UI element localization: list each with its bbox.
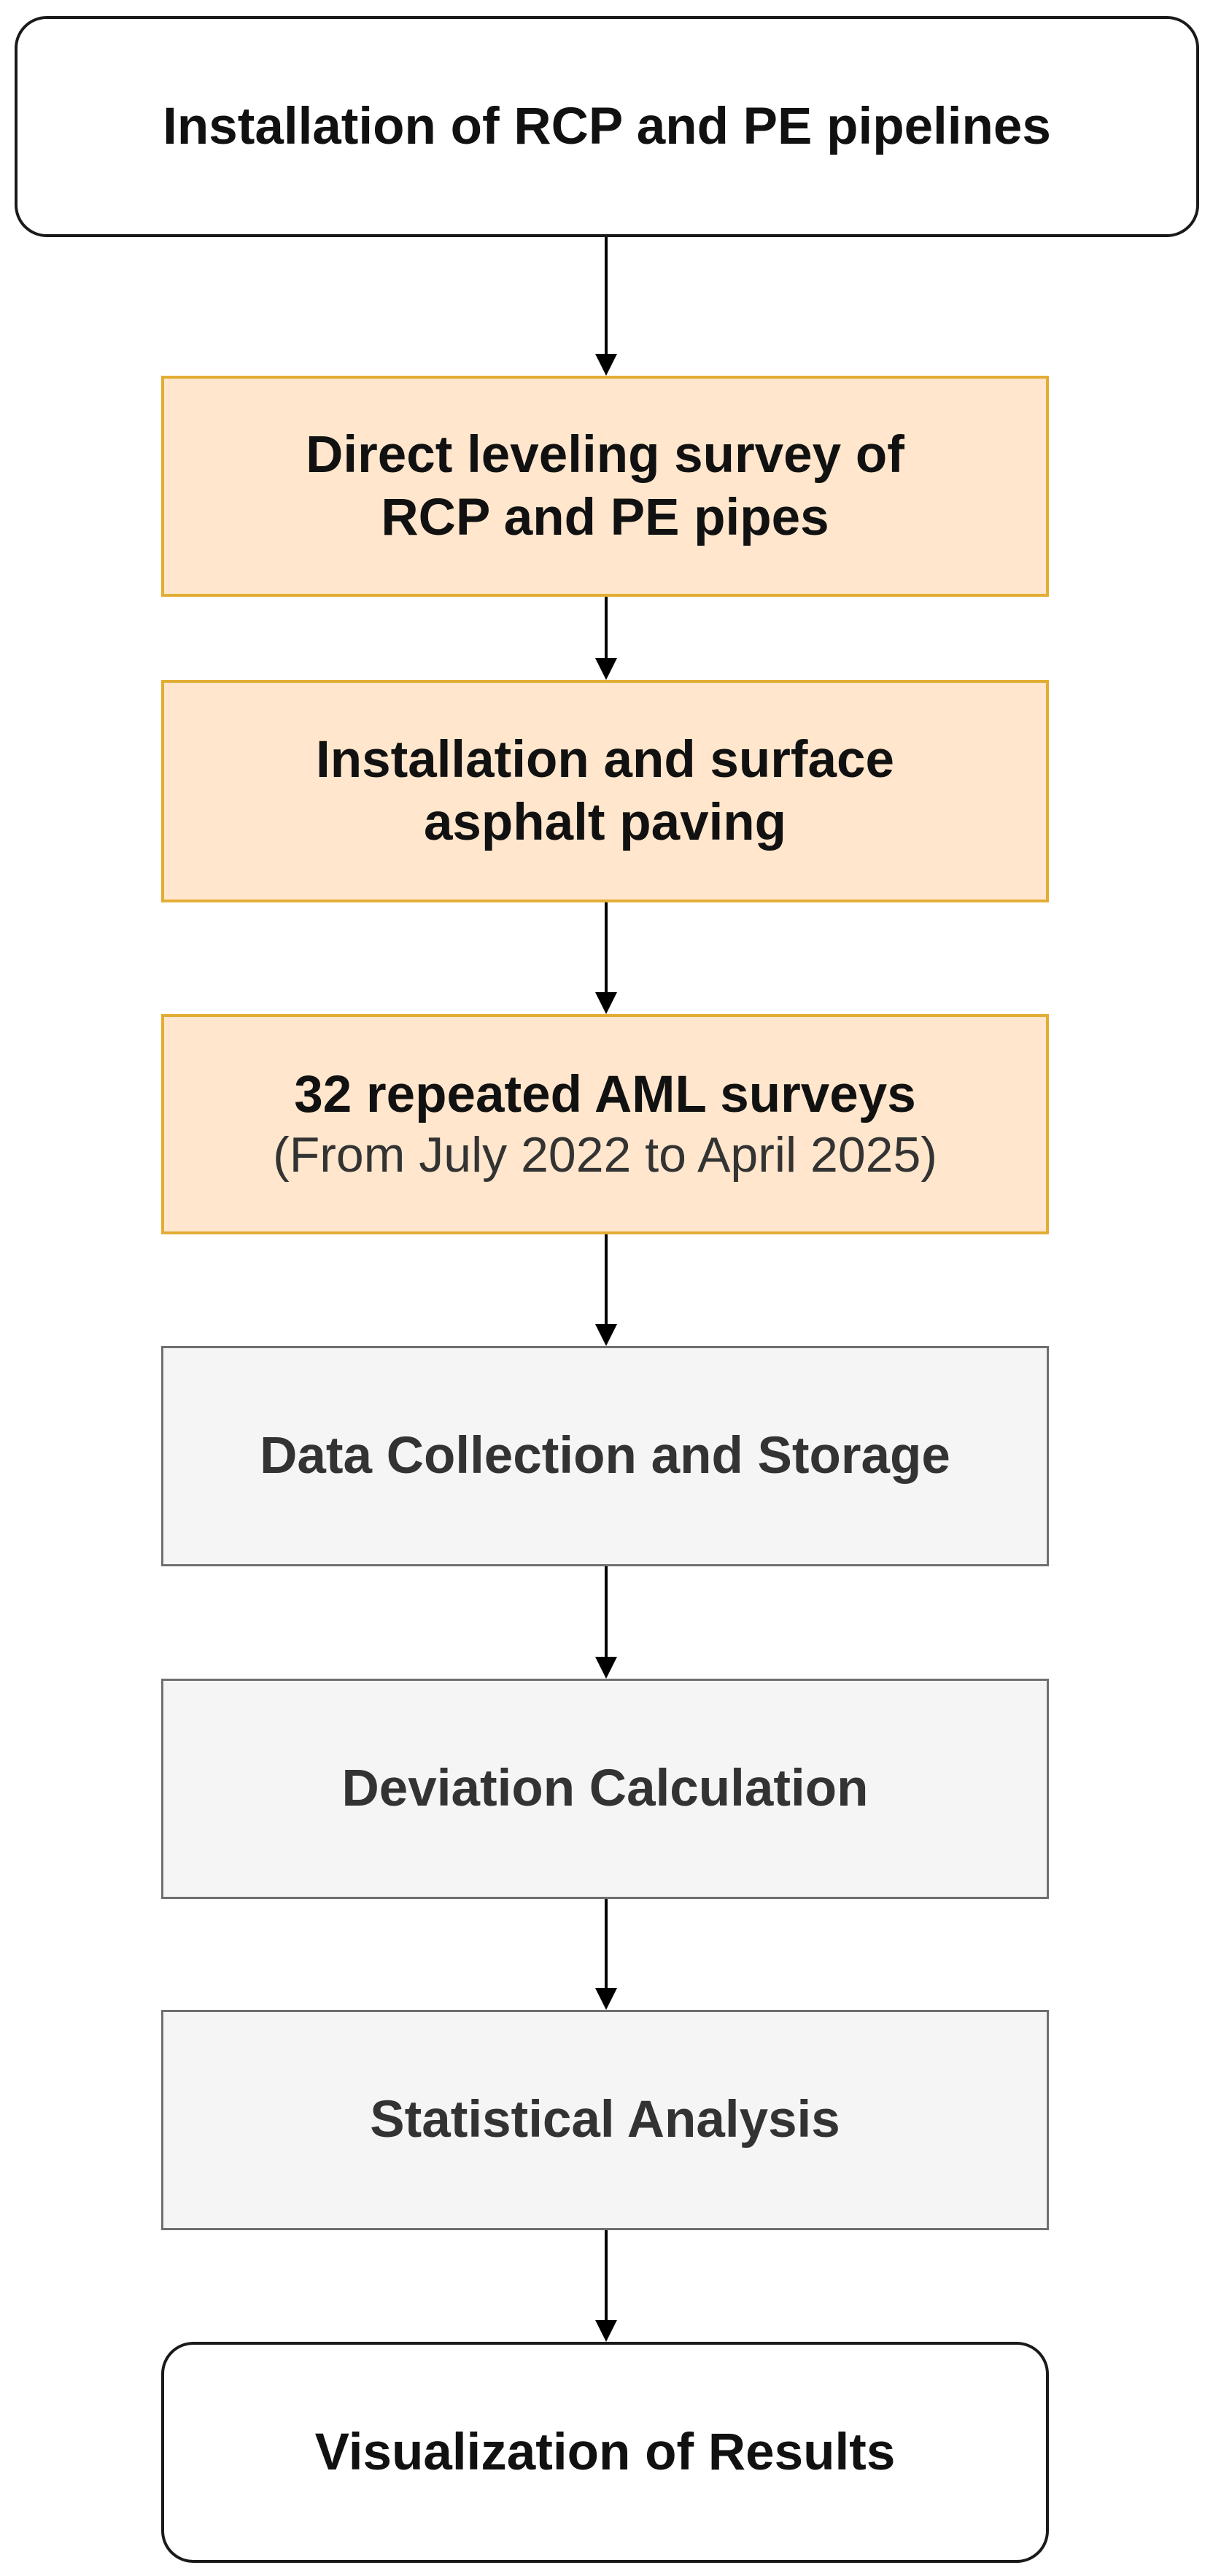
arrow-3: [595, 902, 617, 1014]
step-installation-pipelines: Installation of RCP and PE pipelines: [15, 16, 1199, 237]
step-label-line2: RCP and PE pipes: [381, 488, 829, 546]
step-label-line1: Direct leveling survey of: [306, 426, 904, 484]
step-date-range: (From July 2022 to April 2025): [273, 1126, 937, 1183]
step-surface-paving: Installation and surface asphalt paving: [161, 680, 1049, 902]
step-data-collection: Data Collection and Storage: [161, 1346, 1049, 1566]
arrow-2: [595, 597, 617, 680]
step-statistical-analysis: Statistical Analysis: [161, 2010, 1049, 2230]
step-direct-leveling-survey: Direct leveling survey of RCP and PE pip…: [161, 376, 1049, 597]
step-label-line1: 32 repeated AML surveys: [294, 1065, 916, 1123]
step-label: Visualization of Results: [314, 2423, 896, 2481]
step-label-line2: asphalt paving: [423, 793, 787, 851]
arrow-1: [595, 237, 617, 376]
arrow-4: [595, 1234, 617, 1346]
arrow-7: [595, 2230, 617, 2342]
step-label: Statistical Analysis: [370, 2091, 840, 2149]
step-label: Deviation Calculation: [341, 1760, 869, 1818]
arrow-5: [595, 1566, 617, 1679]
arrow-6: [595, 1899, 617, 2010]
step-label-line1: Installation and surface: [315, 731, 895, 789]
step-label: Data Collection and Storage: [260, 1427, 950, 1485]
step-deviation-calculation: Deviation Calculation: [161, 1679, 1049, 1899]
step-label: Installation of RCP and PE pipelines: [163, 97, 1051, 155]
step-aml-surveys: 32 repeated AML surveys (From July 2022 …: [161, 1014, 1049, 1234]
step-visualization: Visualization of Results: [161, 2342, 1049, 2563]
